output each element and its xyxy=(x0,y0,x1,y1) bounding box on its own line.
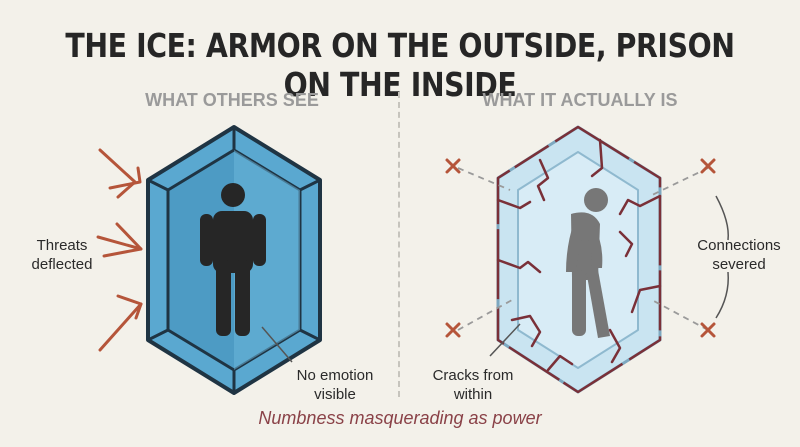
cracks-label: Cracks from within xyxy=(432,367,514,403)
crack-lines xyxy=(496,138,662,372)
emotion-pointer xyxy=(261,326,293,363)
no-emotion-label: No emotion visible xyxy=(296,367,374,403)
threat-arrow-icon xyxy=(98,294,143,352)
page-title: THE ICE: ARMOR ON THE OUTSIDE, PRISON ON… xyxy=(65,26,735,104)
panel-divider xyxy=(398,92,400,397)
footer-caption: Numbness masquerading as power xyxy=(258,408,542,428)
threat-arrow-icon xyxy=(98,148,142,199)
severed-x-icon xyxy=(445,322,461,338)
left-panel-heading: WHAT OTHERS SEE xyxy=(145,90,319,110)
right-panel-heading: WHAT IT ACTUALLY IS xyxy=(482,90,678,110)
connections-severed-label: Connections severed xyxy=(697,237,781,273)
severed-x-icon xyxy=(445,158,461,174)
severed-x-icon xyxy=(700,158,716,174)
threats-deflected-label: Threats deflected xyxy=(31,237,93,273)
threat-arrow-icon xyxy=(96,222,143,258)
severed-connections xyxy=(445,158,729,357)
severed-x-icon xyxy=(700,322,716,338)
standing-person-icon xyxy=(200,183,266,336)
threat-arrows xyxy=(96,148,143,352)
slumped-person-icon xyxy=(566,188,610,338)
